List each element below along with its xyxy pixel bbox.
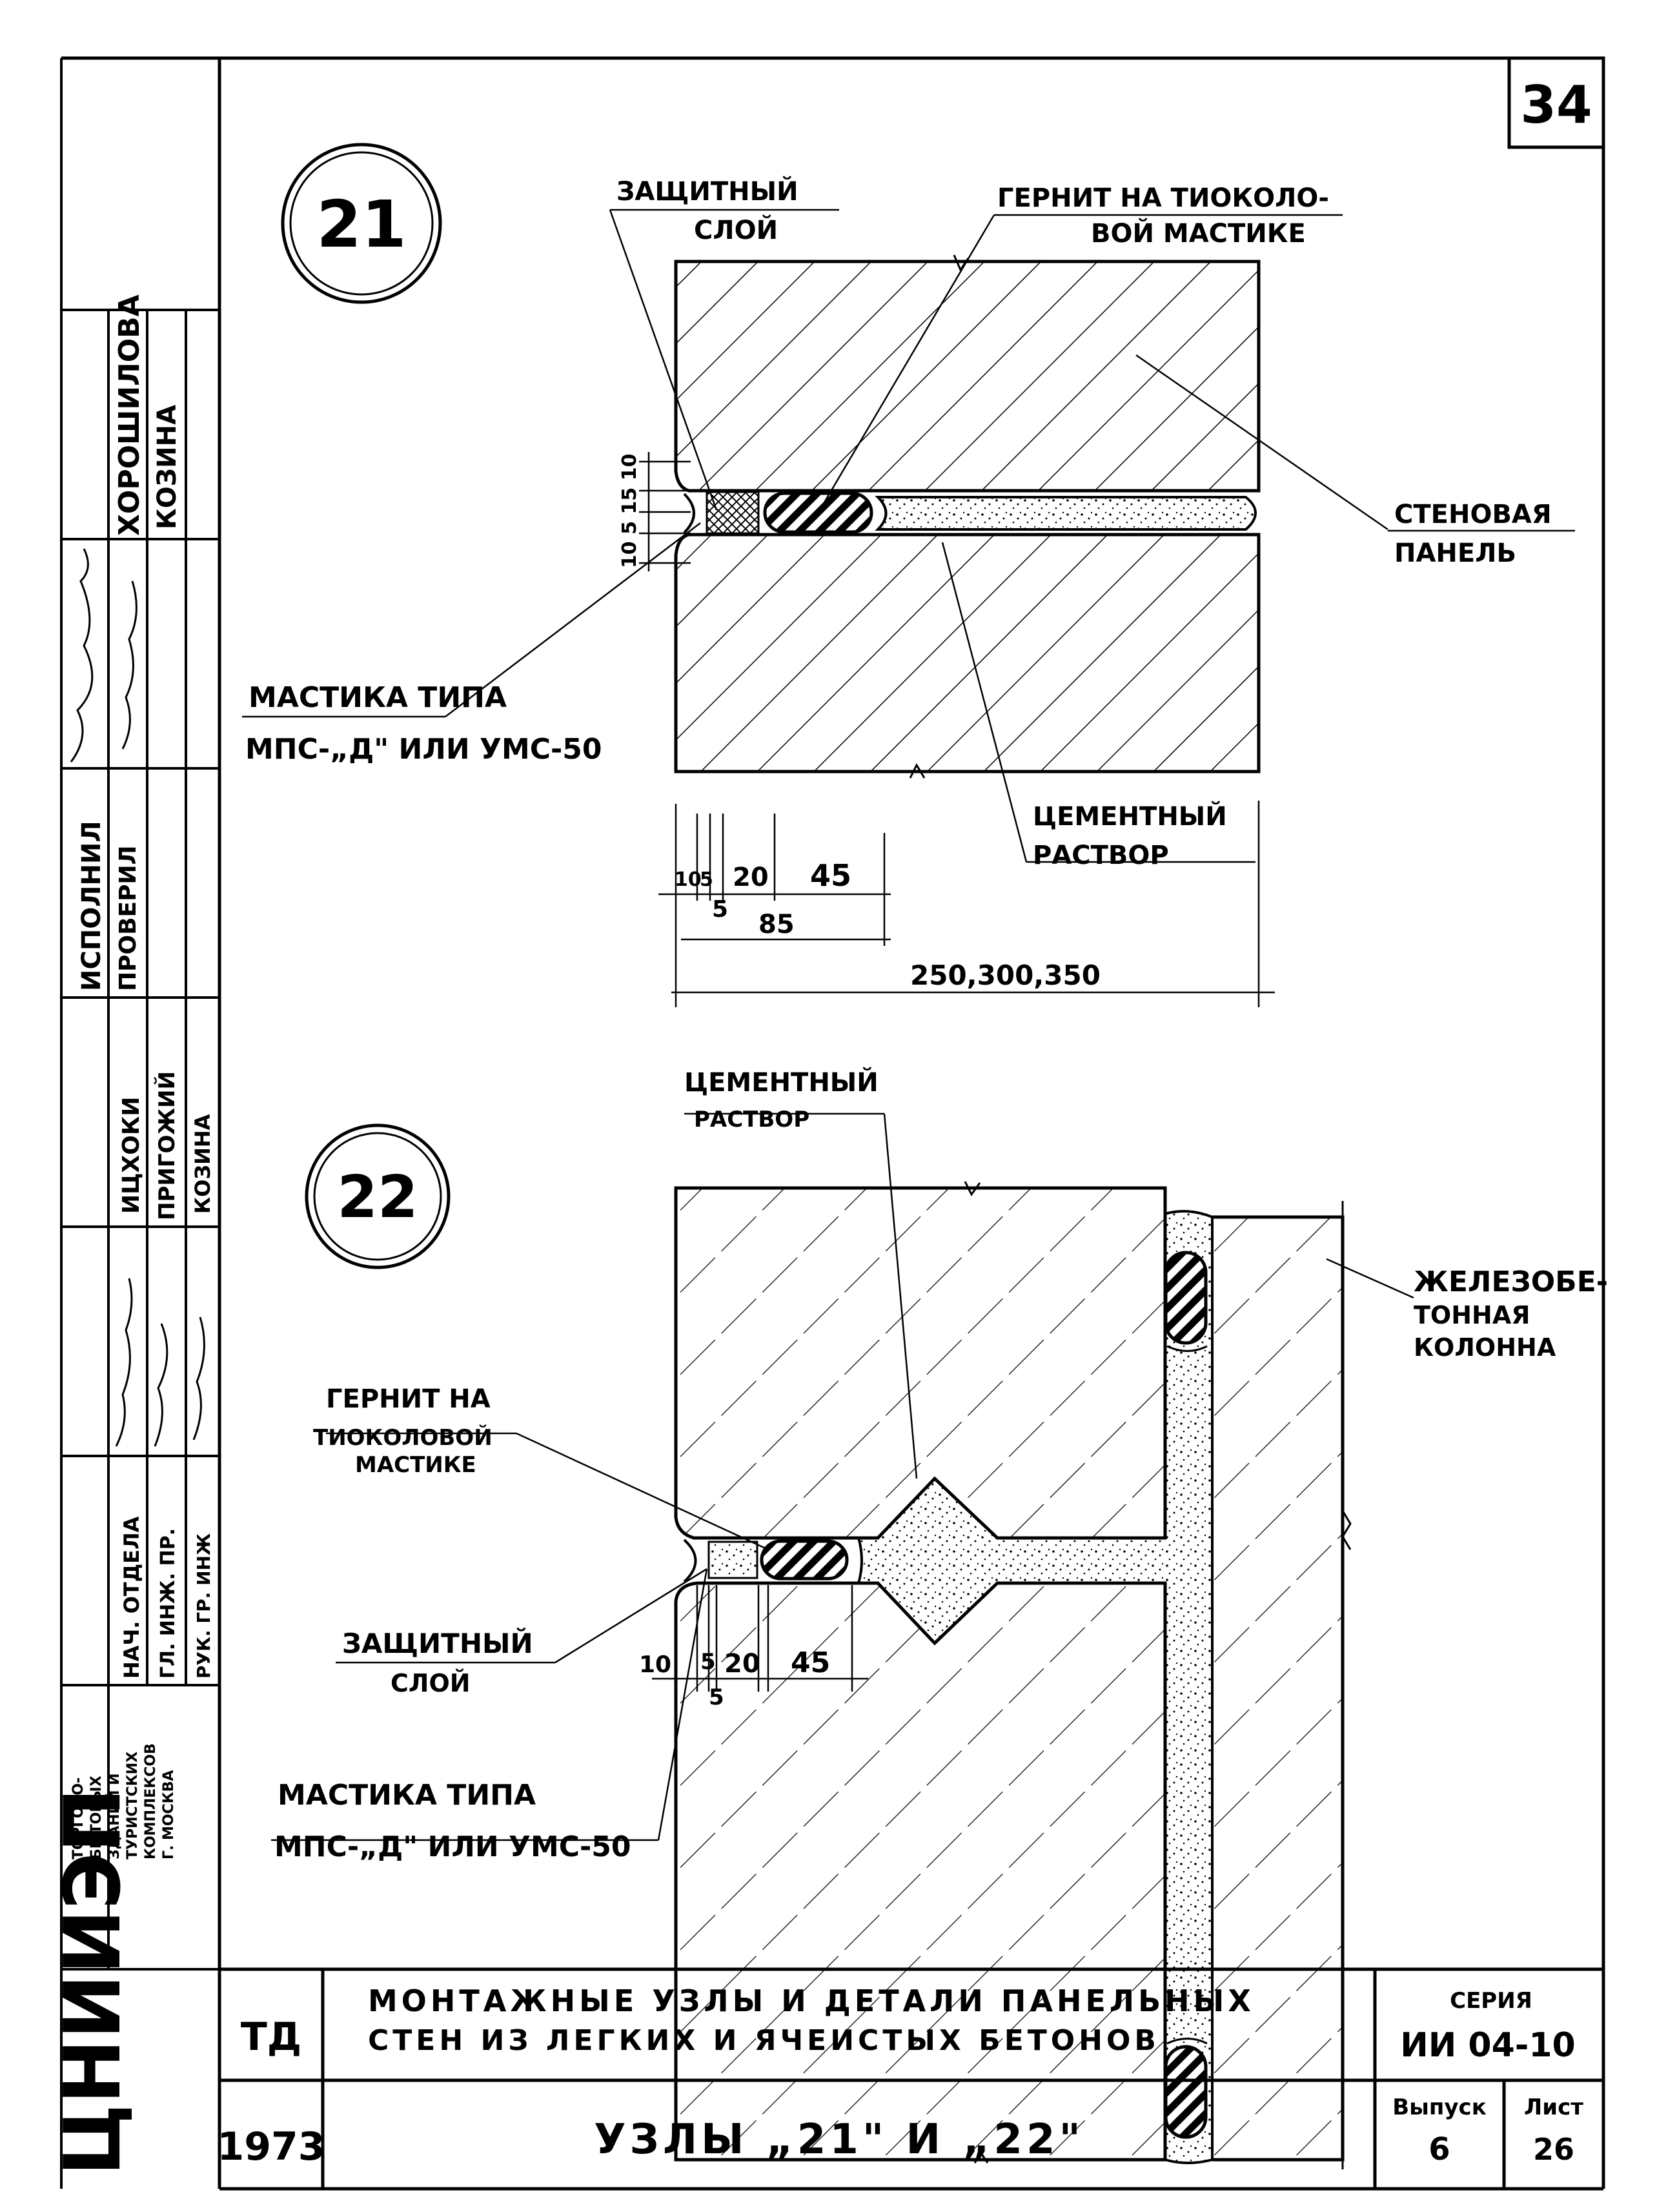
node-21-joint [683, 491, 1257, 535]
node-22-label-cement: ЦЕМЕНТНЫЙ РАСТВОР [684, 1067, 879, 1132]
node-21-lower-panel [674, 533, 1261, 779]
sheet-frame [60, 56, 1605, 2191]
svg-text:СТЕНОВАЯ: СТЕНОВАЯ [1394, 500, 1552, 529]
node-22-leaders [271, 1112, 1414, 1841]
dim-21-45: 45 [810, 858, 851, 893]
svg-text:ИЦХОКИ: ИЦХОКИ [118, 1097, 145, 1214]
series-value: ИИ 04-10 [1400, 2026, 1575, 2065]
node-22-mortar [683, 1210, 1214, 2164]
svg-text:СЛОЙ: СЛОЙ [694, 214, 778, 245]
sheet-title: УЗЛЫ „21" И „22" [594, 2116, 1084, 2164]
node-22-upper-block [674, 1181, 1167, 1540]
drawing-title-line-1: МОНТАЖНЫЕ УЗЛЫ И ДЕТАЛИ ПАНЕЛЬНЫХ [368, 1983, 1255, 2018]
series-label: СЕРИЯ [1450, 1988, 1532, 2014]
svg-text:ЦЕМЕНТНЫЙ: ЦЕМЕНТНЫЙ [1033, 801, 1227, 832]
issue-label: Выпуск [1392, 2094, 1487, 2120]
svg-text:Г. МОСКВА: Г. МОСКВА [161, 1770, 177, 1859]
svg-text:КОЛОННА: КОЛОННА [1414, 1333, 1556, 1362]
svg-text:РАСТВОР: РАСТВОР [694, 1107, 809, 1132]
side-stamp-text: ХОРОШИЛОВА КОЗИНА ИСПОЛНИЛ ПРОВЕРИЛ ИЦХО… [48, 294, 215, 2176]
svg-text:ХОРОШИЛОВА: ХОРОШИЛОВА [113, 294, 146, 536]
title-block [219, 1967, 1603, 2189]
dim-22-5: 5 [700, 1649, 716, 1675]
svg-text:ГЕРНИТ НА: ГЕРНИТ НА [326, 1384, 491, 1414]
sheet-label: Лист [1524, 2094, 1583, 2120]
svg-text:ГЛ. ИНЖ. ПР.: ГЛ. ИНЖ. ПР. [157, 1528, 179, 1679]
node-22-circle: 22 [305, 1123, 451, 1269]
node-22-label-protective: ЗАЩИТНЫЙ СЛОЙ [342, 1627, 533, 1697]
svg-text:МАСТИКЕ: МАСТИКЕ [355, 1452, 476, 1478]
dim-21-20: 20 [733, 863, 769, 892]
year: 1973 [218, 2124, 325, 2169]
node-22-break-mark [1341, 1510, 1352, 1550]
dim-22-10: 10 [639, 1652, 671, 1678]
svg-text:МАСТИКА ТИПА: МАСТИКА ТИПА [278, 1779, 536, 1812]
svg-text:МПС-„Д" ИЛИ УМС-50: МПС-„Д" ИЛИ УМС-50 [245, 733, 602, 766]
node-21-label-protective: ЗАЩИТНЫЙ СЛОЙ [616, 176, 798, 245]
side-stamp [61, 309, 219, 1971]
svg-text:КОМПЛЕКСОВ: КОМПЛЕКСОВ [143, 1743, 159, 1859]
dim-21-5b: 5 [712, 896, 728, 923]
node-22-number: 22 [337, 1163, 418, 1231]
svg-text:ПАНЕЛЬ: ПАНЕЛЬ [1394, 538, 1516, 568]
svg-text:ГЕРНИТ НА ТИОКОЛО-: ГЕРНИТ НА ТИОКОЛО- [997, 183, 1329, 213]
signatures [70, 548, 205, 1447]
node-21-leaders [242, 209, 1575, 863]
node-21-number: 21 [316, 187, 406, 262]
node-22-label-gernit: ГЕРНИТ НА ТИОКОЛОВОЙ МАСТИКЕ [313, 1384, 493, 1478]
node-21-vertical-dims [639, 452, 691, 571]
node-21-label-mastic: МАСТИКА ТИПА МПС-„Д" ИЛИ УМС-50 [245, 681, 602, 766]
svg-text:ПРИГОЖИЙ: ПРИГОЖИЙ [154, 1071, 180, 1220]
dim-22-20: 20 [724, 1649, 760, 1679]
node-21-label-wall-panel: СТЕНОВАЯ ПАНЕЛЬ [1394, 500, 1552, 568]
svg-text:ЗАЩИТНЫЙ: ЗАЩИТНЫЙ [616, 176, 798, 207]
svg-text:ТОННАЯ: ТОННАЯ [1414, 1301, 1530, 1329]
svg-text:МАСТИКА ТИПА: МАСТИКА ТИПА [249, 681, 507, 714]
svg-text:ПРОВЕРИЛ: ПРОВЕРИЛ [115, 845, 141, 991]
node-21-upper-panel [674, 254, 1261, 493]
node-22-label-column: ЖЕЛЕЗОБЕ- ТОННАЯ КОЛОННА [1414, 1265, 1608, 1362]
drawing-title-line-2: СТЕН ИЗ ЛЕГКИХ И ЯЧЕИСТЫХ БЕТОНОВ [368, 2024, 1160, 2057]
dim-21-thickness: 250,300,350 [910, 959, 1101, 991]
svg-text:МПС-„Д" ИЛИ УМС-50: МПС-„Д" ИЛИ УМС-50 [274, 1830, 631, 1863]
svg-text:ЖЕЛЕЗОБЕ-: ЖЕЛЕЗОБЕ- [1414, 1265, 1608, 1298]
td-label: ТД [241, 2014, 301, 2060]
svg-text:ВОЙ МАСТИКЕ: ВОЙ МАСТИКЕ [1091, 218, 1306, 249]
issue-value: 6 [1428, 2131, 1450, 2167]
page-number: 34 [1520, 75, 1592, 135]
svg-text:ЗАЩИТНЫЙ: ЗАЩИТНЫЙ [342, 1627, 533, 1659]
dim-21-10: 10 [675, 868, 702, 891]
svg-text:СЛОЙ: СЛОЙ [391, 1669, 471, 1697]
dim-22-5b: 5 [709, 1685, 724, 1710]
node-22-dims [652, 1585, 868, 1692]
node-22-label-mastic: МАСТИКА ТИПА МПС-„Д" ИЛИ УМС-50 [274, 1779, 631, 1863]
dim-21-85: 85 [758, 910, 795, 939]
svg-text:ИСПОЛНИЛ: ИСПОЛНИЛ [77, 821, 107, 991]
svg-text:ЦЕМЕНТНЫЙ: ЦЕМЕНТНЫЙ [684, 1067, 879, 1098]
sheet-value: 26 [1533, 2132, 1574, 2167]
node-21-vertical-dim-text: 10 5 15 10 [618, 454, 641, 568]
node-21-label-cement: ЦЕМЕНТНЫЙ РАСТВОР [1033, 801, 1227, 870]
dim-21-5: 5 [700, 868, 713, 891]
svg-text:НАЧ. ОТДЕЛА: НАЧ. ОТДЕЛА [119, 1516, 144, 1679]
node-21-circle: 21 [281, 143, 442, 304]
dim-22-45: 45 [791, 1646, 830, 1679]
svg-text:БЫТОВЫХ: БЫТОВЫХ [88, 1776, 105, 1859]
svg-text:ТУРИСТСКИХ: ТУРИСТСКИХ [125, 1752, 141, 1859]
svg-text:ТОРГОВО-: ТОРГОВО- [70, 1777, 86, 1859]
svg-text:КОЗИНА: КОЗИНА [152, 405, 182, 529]
institute-logo: ЦНИИЭП [48, 1788, 138, 2176]
svg-text:КОЗИНА: КОЗИНА [190, 1114, 215, 1214]
page-number-box: 34 [1507, 56, 1605, 149]
svg-text:ЗДАНИЙ И: ЗДАНИЙ И [106, 1773, 123, 1859]
node-21-horizontal-dims [658, 801, 1275, 1007]
svg-text:РАСТВОР: РАСТВОР [1033, 841, 1169, 870]
svg-text:ТИОКОЛОВОЙ: ТИОКОЛОВОЙ [313, 1424, 493, 1451]
node-21-label-gernit: ГЕРНИТ НА ТИОКОЛО- ВОЙ МАСТИКЕ [997, 183, 1329, 249]
node-22-column [1212, 1201, 1345, 2169]
svg-text:РУК. ГР. ИНЖ: РУК. ГР. ИНЖ [193, 1533, 214, 1679]
